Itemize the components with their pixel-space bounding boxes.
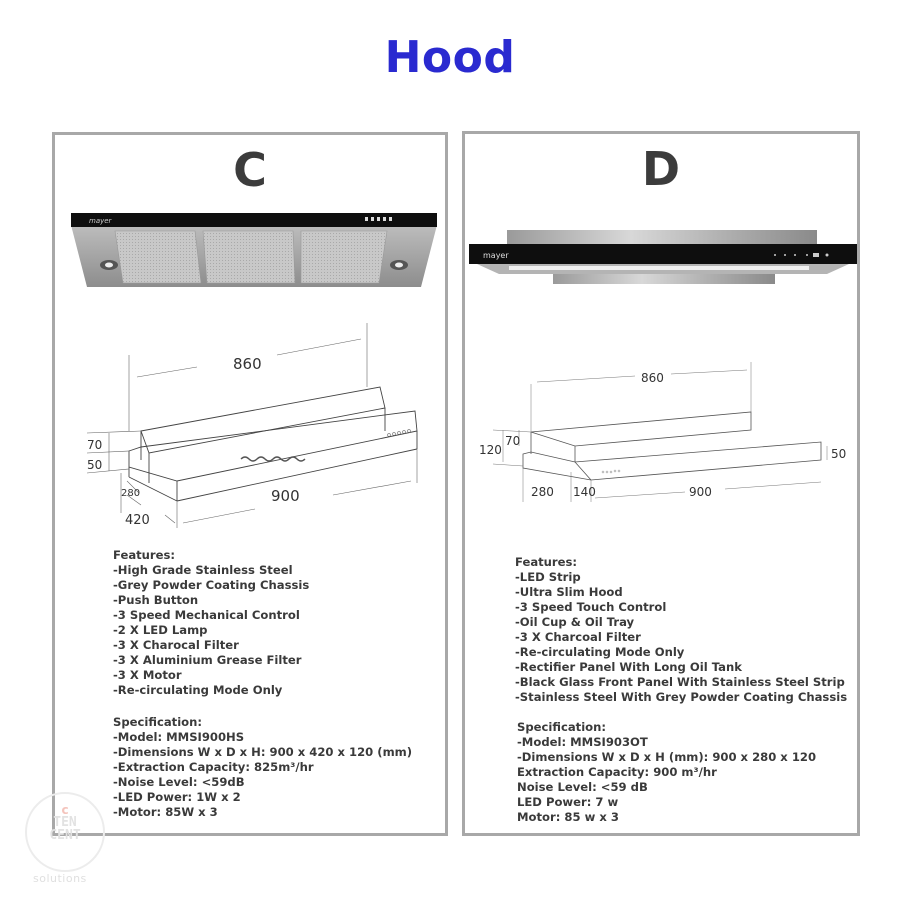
dimension-diagram: 860 900 70 50 280 420 xyxy=(86,323,418,528)
spec-item: -Model: MMSI900HS xyxy=(113,730,245,744)
spec-item: -Motor: 85W x 3 xyxy=(113,805,218,819)
feature-item: -Push Button xyxy=(113,593,199,607)
feature-item: -3 X Charcoal Filter xyxy=(515,630,641,644)
dim-depth-extra: 140 xyxy=(573,485,596,499)
feature-item: -High Grade Stainless Steel xyxy=(113,563,293,577)
features-block: Features: -High Grade Stainless Steel -G… xyxy=(113,548,412,820)
watermark-line2: CENT xyxy=(49,828,81,843)
dim-width-top: 860 xyxy=(233,355,262,373)
feature-item: -3 Speed Mechanical Control xyxy=(113,608,300,622)
feature-item: -Black Glass Front Panel With Stainless … xyxy=(515,675,845,689)
dim-height-upper: 70 xyxy=(87,438,102,452)
features-block: Features: -LED Strip -Ultra Slim Hood -3… xyxy=(515,555,847,705)
feature-item: -LED Strip xyxy=(515,570,581,584)
dim-height-total: 120 xyxy=(479,443,502,457)
dim-depth-outer: 420 xyxy=(125,513,150,528)
spec-item: -Dimensions W x D x H (mm): 900 x 280 x … xyxy=(517,750,817,764)
spec-item: LED Power: 7 w xyxy=(517,795,619,809)
watermark-logo: c TEN CENT xyxy=(25,792,105,872)
spec-item: Motor: 85 w x 3 xyxy=(517,810,619,824)
spec-item: -LED Power: 1W x 2 xyxy=(113,790,241,804)
feature-item: -3 X Motor xyxy=(113,668,182,682)
dim-height-lower: 50 xyxy=(87,458,102,472)
features-heading: Features: xyxy=(515,555,578,569)
specs-block: Specification: -Model: MMSI903OT -Dimens… xyxy=(517,720,816,825)
range-hood-photo: mayer xyxy=(71,213,437,287)
dim-height-lower: 50 xyxy=(831,447,846,461)
features-heading: Features: xyxy=(113,548,176,562)
dim-width-top: 860 xyxy=(641,371,664,385)
spec-heading: Specification: xyxy=(517,720,607,734)
svg-text:mayer: mayer xyxy=(89,217,113,225)
spec-item: -Model: MMSI903OT xyxy=(517,735,648,749)
dimension-diagram: 860 900 120 70 50 280 140 xyxy=(479,362,846,502)
panel-letter: D xyxy=(641,142,681,196)
dim-width-bottom: 900 xyxy=(689,485,712,499)
watermark-line1: TEN xyxy=(53,815,77,830)
dim-depth-inner: 280 xyxy=(121,488,140,499)
feature-item: -3 X Aluminium Grease Filter xyxy=(113,653,302,667)
feature-item: -3 X Charocal Filter xyxy=(113,638,239,652)
spec-item: Noise Level: <59 dB xyxy=(517,780,648,794)
feature-item: -Ultra Slim Hood xyxy=(515,585,623,599)
feature-item: -2 X LED Lamp xyxy=(113,623,208,637)
slim-hood-photo: mayer xyxy=(469,230,857,284)
dim-height-upper: 70 xyxy=(505,434,520,448)
feature-item: -Oil Cup & Oil Tray xyxy=(515,615,635,629)
dim-width-bottom: 900 xyxy=(271,487,300,505)
feature-item: -Grey Powder Coating Chassis xyxy=(113,578,310,592)
spec-item: -Dimensions W x D x H: 900 x 420 x 120 (… xyxy=(113,745,413,759)
watermark-sub: solutions xyxy=(33,872,87,885)
dim-depth-inner: 280 xyxy=(531,485,554,499)
page-title: Hood xyxy=(384,32,516,83)
spec-item: -Noise Level: <59dB xyxy=(113,775,245,789)
spec-item: Extraction Capacity: 900 m³/hr xyxy=(517,765,717,779)
product-panel-c: C mayer xyxy=(52,132,448,836)
feature-item: -3 Speed Touch Control xyxy=(515,600,667,614)
spec-item: -Extraction Capacity: 825m³/hr xyxy=(113,760,314,774)
logo-mark-icon: c xyxy=(61,803,69,817)
feature-item: -Re-circulating Mode Only xyxy=(113,683,283,697)
spec-heading: Specification: xyxy=(113,715,203,729)
feature-item: -Re-circulating Mode Only xyxy=(515,645,685,659)
svg-text:mayer: mayer xyxy=(483,251,509,260)
feature-item: -Stainless Steel With Grey Powder Coatin… xyxy=(515,690,848,704)
feature-item: -Rectifier Panel With Long Oil Tank xyxy=(515,660,742,674)
panel-letter: C xyxy=(233,143,267,197)
product-panel-d: D mayer xyxy=(462,131,860,836)
